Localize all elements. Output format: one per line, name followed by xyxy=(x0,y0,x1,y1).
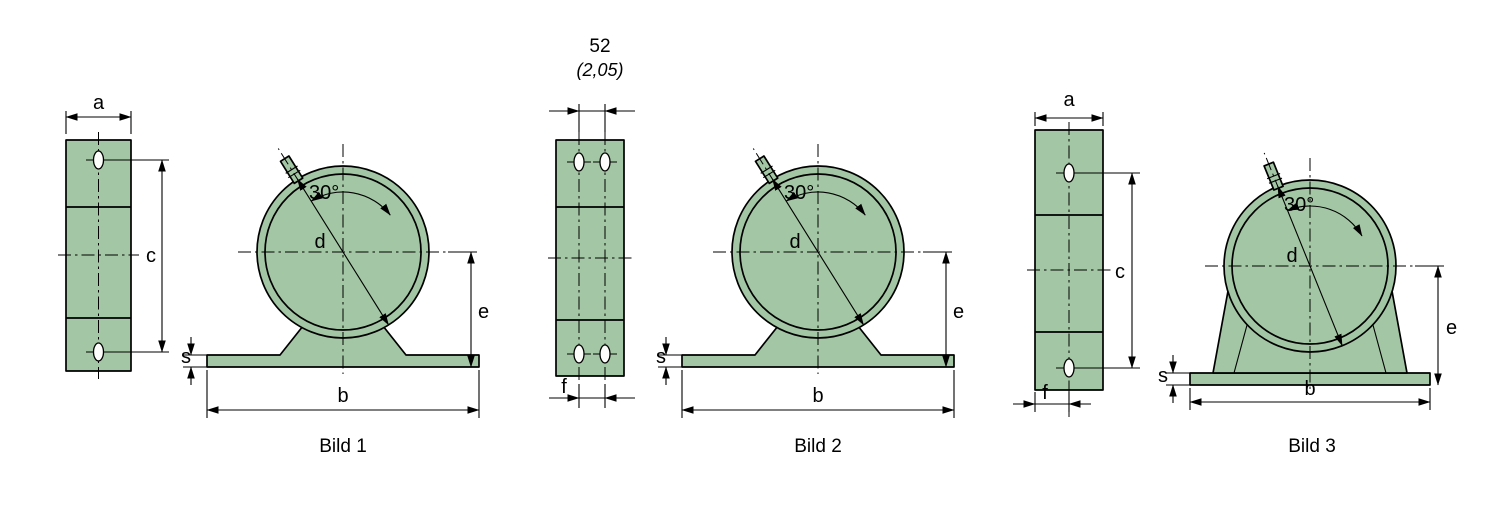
slot-hole xyxy=(599,152,611,172)
dim-label-d-fig3: d xyxy=(1286,245,1297,267)
dim-label-s-fig3: s xyxy=(1158,365,1168,387)
dim-label-b-fig2: b xyxy=(812,385,823,407)
figure-1-side-view xyxy=(58,111,169,379)
figure-1-caption: Bild 1 xyxy=(319,436,367,457)
dim-label-a-fig3: a xyxy=(1063,89,1075,111)
figure-3-caption: Bild 3 xyxy=(1288,436,1336,457)
dim-label-c-fig3: c xyxy=(1115,261,1125,283)
slot-hole xyxy=(92,150,105,170)
figure-3-side-view xyxy=(1013,112,1140,418)
angle-label-fig2: 30° xyxy=(784,182,814,204)
dim-label-s-fig1: s xyxy=(181,346,191,368)
angle-label-fig3: 30° xyxy=(1284,194,1314,216)
dim-label-e-fig3: e xyxy=(1446,317,1457,339)
dim-label-d-fig1: d xyxy=(314,231,325,253)
dimension-f-fig3 xyxy=(1013,392,1091,412)
figure-3-front-view xyxy=(1166,152,1444,410)
figure-2-side-view xyxy=(548,104,635,408)
slot-hole xyxy=(573,344,585,364)
dim-label-d-fig2: d xyxy=(789,231,800,253)
angle-arc-30 xyxy=(1287,202,1363,237)
slot-hole xyxy=(599,344,611,364)
dim-label-f-fig2: f xyxy=(561,376,567,398)
figure-2-caption: Bild 2 xyxy=(794,436,842,457)
dim-label-c-fig1: c xyxy=(146,245,156,267)
slot-hole xyxy=(92,342,105,362)
dimension-s xyxy=(1166,355,1190,403)
clamp-bolt xyxy=(1263,152,1284,192)
angle-label-fig1: 30° xyxy=(309,182,339,204)
dim-value-52: 52 xyxy=(589,36,610,57)
dim-value-52-alt: (2,05) xyxy=(576,60,623,80)
dimension-f-fig2 xyxy=(549,384,635,408)
dim-label-b-fig3: b xyxy=(1304,378,1315,400)
dim-label-e-fig2: e xyxy=(953,301,964,323)
dim-label-e-fig1: e xyxy=(478,301,489,323)
dimension-b xyxy=(1189,388,1431,410)
dim-label-f-fig3: f xyxy=(1042,382,1048,404)
dim-label-b-fig1: b xyxy=(337,385,348,407)
dimension-52 xyxy=(549,104,635,132)
slot-hole xyxy=(1063,358,1075,378)
slot-hole xyxy=(1063,163,1075,183)
dim-label-s-fig2: s xyxy=(656,346,666,368)
slot-hole xyxy=(573,152,585,172)
dim-label-a-fig1: a xyxy=(93,92,105,114)
